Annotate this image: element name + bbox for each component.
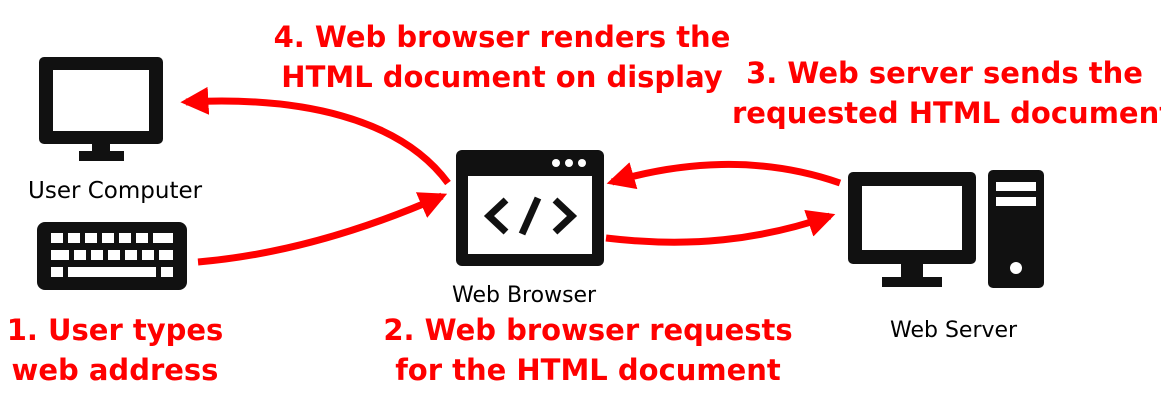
step-3-caption: 3. Web server sends the requested HTML d… [732,53,1161,133]
step-4-line-1: 4. Web browser renders the [273,20,731,54]
step-1-caption: 1. User types web address [6,310,224,390]
step-1-line-2: web address [11,353,219,387]
step-2-caption: 2. Web browser requests for the HTML doc… [378,310,798,390]
step-3-line-2: requested HTML document [732,96,1161,130]
keyboard-icon [37,222,187,290]
step-4-line-2: HTML document on display [281,60,723,94]
step-1-line-1: 1. User types [6,313,224,347]
server-workstation-icon [848,170,1044,288]
monitor-icon [39,57,163,161]
code-window-icon [456,150,604,266]
arrow-server-to-browser [606,161,842,190]
step-3-line-1: 3. Web server sends the [746,56,1143,90]
web-server-label: Web Server [890,318,1018,343]
arrow-user-to-browser [197,192,448,266]
arrow-browser-to-display [180,86,451,186]
step-2-line-2: for the HTML document [395,353,781,387]
step-2-line-1: 2. Web browser requests [383,313,793,347]
web-browser-label: Web Browser [452,283,597,308]
arrow-browser-to-server [605,210,836,246]
user-computer-label: User Computer [28,178,203,204]
step-4-caption: 4. Web browser renders the HTML document… [272,17,732,97]
